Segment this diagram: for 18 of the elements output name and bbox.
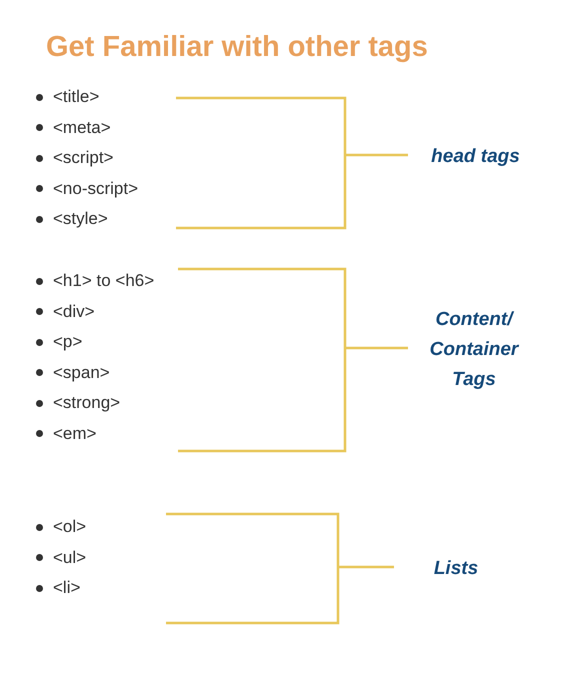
tag-text: <em>: [53, 422, 96, 445]
tag-text: <div>: [53, 300, 95, 323]
group-label: Lists: [432, 557, 480, 581]
tag-text: <title>: [53, 86, 100, 108]
title: Get Familiar with other tags: [46, 30, 428, 65]
tag-text: <ul>: [53, 546, 86, 569]
group-label: head tags: [430, 145, 521, 169]
tag-text: <strong>: [53, 392, 120, 414]
group-label: Content/ Container Tags: [428, 308, 520, 392]
tag-text: <li>: [53, 577, 80, 600]
tag-text: <no-script>: [53, 178, 138, 200]
tag-text: <ol>: [53, 516, 86, 538]
tag-text: <span>: [53, 362, 110, 384]
tag-text: <h1> to <h6>: [53, 270, 154, 292]
tag-text: <style>: [53, 208, 108, 230]
tag-text: <meta>: [53, 116, 111, 139]
tag-text: <script>: [53, 147, 114, 170]
tag-text: <p>: [53, 331, 82, 354]
